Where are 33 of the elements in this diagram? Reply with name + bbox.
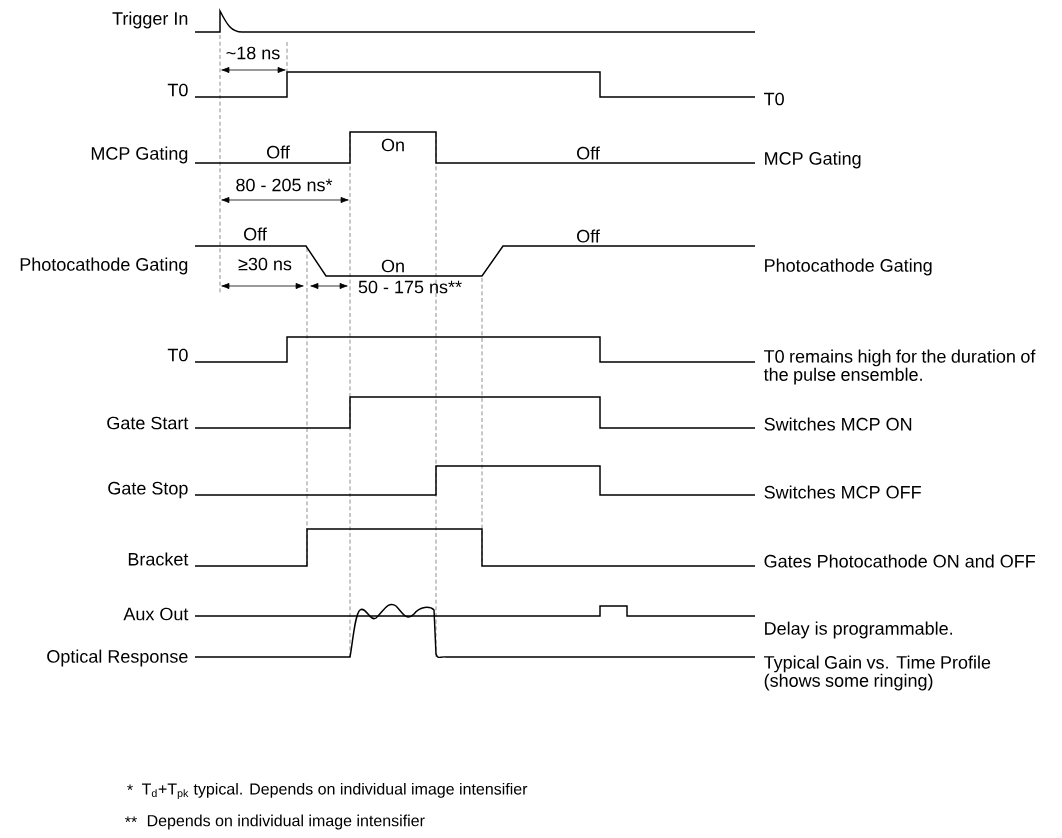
signal-name: MCP Gating bbox=[91, 146, 188, 164]
footnote-mark: ** bbox=[125, 816, 137, 823]
dimension-label: 50 - 175 ns** bbox=[358, 280, 462, 294]
signal-description: T0 remains high for the duration of the pulse ensemble. bbox=[763, 349, 1036, 385]
state-label: Off bbox=[577, 146, 600, 160]
signal-description: Gates Photocathode ON and OFF bbox=[764, 554, 1035, 568]
signal-description: Photocathode Gating bbox=[765, 258, 932, 276]
footnote-mark: * bbox=[127, 784, 133, 791]
dimension-label: ≥30 ns bbox=[238, 257, 292, 271]
dimension-label: ~18 ns bbox=[226, 46, 280, 60]
signal-name: Aux Out bbox=[123, 607, 189, 621]
signal-description: MCP Gating bbox=[765, 151, 861, 169]
signal-name: Trigger In bbox=[112, 11, 188, 29]
state-label: On bbox=[381, 259, 404, 273]
signal-name: T0 bbox=[167, 348, 188, 362]
dimension-label: 80 - 205 ns* bbox=[236, 178, 333, 192]
signal-description: Switches MCP ON bbox=[764, 417, 912, 431]
signal-description: T0 bbox=[764, 92, 784, 106]
footnote: T$_{d}$+T$_{pk}$ typical. Depends on individual image intensifier bbox=[141, 782, 528, 800]
state-label: On bbox=[381, 138, 404, 152]
signal-description: Switches MCP OFF bbox=[764, 485, 921, 499]
signal-name: Bracket bbox=[128, 552, 189, 566]
signal-name: Gate Start bbox=[107, 416, 189, 430]
state-label: Off bbox=[577, 229, 600, 243]
state-label: Off bbox=[244, 227, 267, 241]
signal-name: Gate Stop bbox=[108, 481, 188, 499]
signal-name: Optical Response bbox=[47, 649, 188, 667]
state-label: Off bbox=[267, 145, 290, 159]
signal-name: Photocathode Gating bbox=[20, 257, 188, 275]
signal-description: Typical Gain vs. Time Profile (shows some ringing) bbox=[764, 655, 991, 691]
signal-name: T0 bbox=[167, 83, 188, 97]
footnote: Depends on individual image intensifier bbox=[147, 814, 425, 830]
signal-description: Delay is programmable. bbox=[765, 621, 952, 639]
